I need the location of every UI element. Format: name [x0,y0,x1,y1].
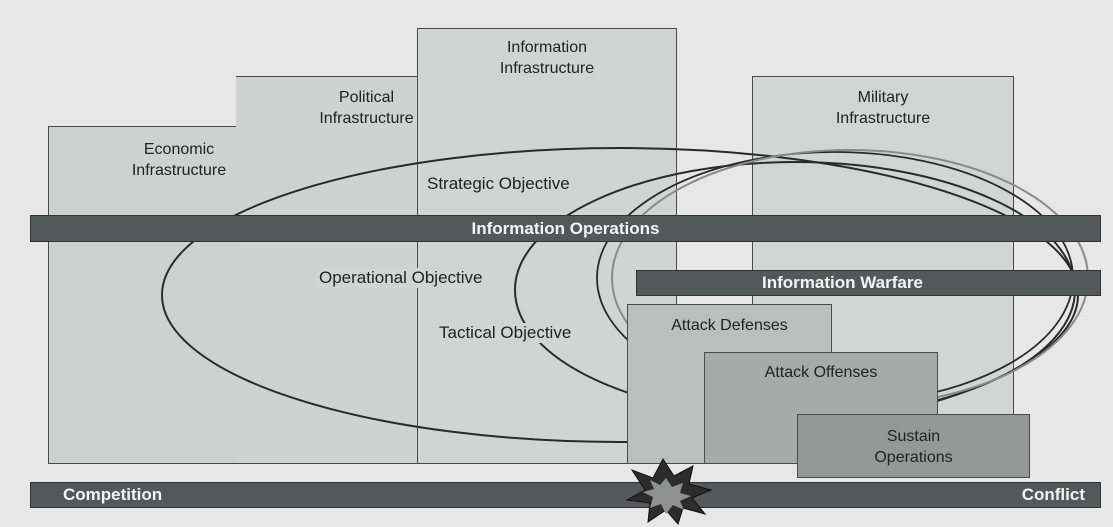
competition-conflict-bar: Competition Conflict [30,482,1101,508]
operational-objective-label: Operational Objective [316,268,486,288]
strategic-objective-label: Strategic Objective [424,174,573,194]
competition-label: Competition [63,485,163,504]
political-infrastructure-label: Political Infrastructure [319,89,414,127]
tactical-objective-label: Tactical Objective [436,323,575,343]
information-operations-label: Information Operations [471,218,660,238]
attack-offenses-label: Attack Offenses [764,364,878,381]
attack-defenses-label: Attack Defenses [671,317,788,334]
information-warfare-label: Information Warfare [762,273,923,292]
information-operations-bar: Information Operations [30,215,1101,242]
sustain-operations-label: Sustain Operations [874,428,953,466]
military-infrastructure-label: Military Infrastructure [835,89,931,127]
sustain-operations-box: Sustain Operations [797,414,1030,478]
information-warfare-bar: Information Warfare [636,270,1101,296]
information-infrastructure-label: Information Infrastructure [499,39,595,77]
conflict-label: Conflict [1021,485,1085,504]
economic-infrastructure-label: Economic Infrastructure [131,141,227,179]
